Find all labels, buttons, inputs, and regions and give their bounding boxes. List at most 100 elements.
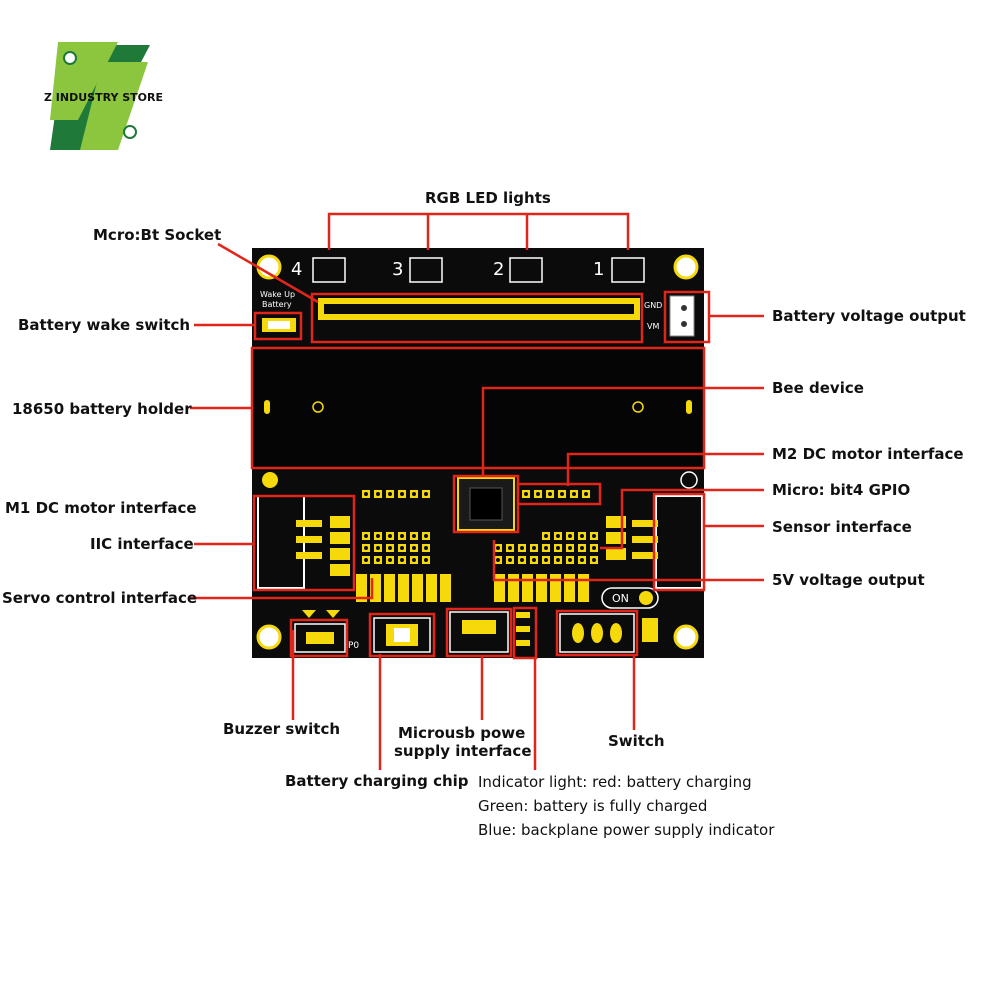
header-pin-hole	[580, 534, 584, 538]
header-pin-hole	[568, 558, 572, 562]
connector-pin	[681, 321, 687, 327]
header-pin-hole	[424, 546, 428, 550]
plus-symbol-icon	[312, 401, 324, 413]
header-pin-hole	[376, 534, 380, 538]
p0-text: P0	[348, 641, 359, 651]
yellow-pad	[370, 574, 381, 602]
yellow-pad	[578, 574, 589, 602]
leader-5v	[492, 540, 764, 582]
header-pin-hole	[556, 534, 560, 538]
leader-gpio	[600, 488, 764, 550]
label-sensor-interface: Sensor interface	[772, 518, 912, 536]
led-number-4: 4	[291, 259, 302, 280]
label-battery-wake-switch: Battery wake switch	[18, 316, 191, 334]
header-pin-hole	[388, 492, 392, 496]
gpio-header-right	[494, 490, 598, 564]
on-switch-knob	[639, 591, 653, 605]
label-rgb-led-lights: RGB LED lights	[425, 189, 551, 207]
header-pin-hole	[568, 546, 572, 550]
led-number-1: 1	[593, 259, 604, 280]
header-pin-hole	[496, 546, 500, 550]
header-pin-hole	[556, 558, 560, 562]
leader-servo	[190, 578, 374, 600]
pad-row-right	[494, 574, 589, 602]
header-pin-hole	[376, 492, 380, 496]
servo-header-left	[362, 490, 430, 564]
iic-pad	[330, 516, 350, 528]
logo-node-icon	[63, 51, 77, 65]
microusb-outline	[449, 611, 509, 653]
header-pin-hole	[544, 534, 548, 538]
header-pin-hole	[532, 558, 536, 562]
label-mcro-bt-socket: Mcro:Bt Socket	[93, 226, 222, 244]
buzzer-switch-slider	[306, 632, 334, 644]
power-switch-pin	[610, 623, 622, 643]
small-component	[642, 618, 658, 642]
yellow-pad	[412, 574, 423, 602]
m1-pin	[296, 536, 322, 543]
wake-highlight	[253, 311, 303, 341]
indicator-led-pad	[516, 626, 530, 632]
mounting-hole	[256, 624, 282, 650]
header-pin-hole	[560, 492, 564, 496]
yellow-pad	[356, 574, 367, 602]
leader-rgb	[327, 212, 630, 250]
label-bee-device: Bee device	[772, 379, 864, 397]
header-pin-hole	[400, 546, 404, 550]
yellow-pad	[550, 574, 561, 602]
buzzer-highlight	[289, 618, 349, 658]
m1-pin	[296, 552, 322, 559]
power-switch-outline	[559, 613, 635, 653]
wake-up-text: Wake Up	[260, 290, 295, 299]
led-number-3: 3	[392, 259, 403, 280]
label-buzzer-switch: Buzzer switch	[223, 720, 341, 738]
leader-lines	[190, 212, 764, 770]
sensor-pin	[632, 552, 658, 559]
header-pin-hole	[548, 492, 552, 496]
logo-node-icon	[123, 125, 137, 139]
label-servo-control: Servo control interface	[2, 589, 198, 607]
header-pin-hole	[376, 546, 380, 550]
header-pin-hole	[364, 492, 368, 496]
yellow-pad	[426, 574, 437, 602]
yellow-pad	[398, 574, 409, 602]
header-pin-hole	[496, 558, 500, 562]
label-micro-bit4-gpio: Micro: bit4 GPIO	[772, 481, 911, 499]
label-m2-dc-motor: M2 DC motor interface	[772, 445, 964, 463]
rgb-led-1	[312, 257, 346, 283]
bee-device-core	[469, 487, 503, 521]
yellow-pad	[494, 574, 505, 602]
battery-contact	[264, 400, 270, 414]
header-pin-hole	[412, 492, 416, 496]
microusb-port	[462, 620, 496, 634]
header-pin-hole	[400, 534, 404, 538]
header-pin-hole	[556, 546, 560, 550]
sensor-highlight	[652, 492, 706, 592]
yellow-pad	[384, 574, 395, 602]
iic-pad	[330, 548, 350, 560]
holder-highlight	[250, 346, 706, 470]
battery-contact	[686, 400, 692, 414]
label-battery-holder: 18650 battery holder	[12, 400, 192, 418]
header-pin-hole	[508, 558, 512, 562]
header-pin-hole	[412, 558, 416, 562]
indicator-highlight	[512, 606, 538, 660]
socket-highlight	[310, 292, 644, 344]
battery-output-connector	[669, 295, 695, 337]
plus-marker-icon	[262, 472, 278, 488]
power-switch-pin	[591, 623, 603, 643]
yellow-pad	[440, 574, 451, 602]
yellow-pad	[522, 574, 533, 602]
sensor-pin	[632, 536, 658, 543]
buzzer-arrow-icon	[326, 610, 340, 618]
mounting-hole	[673, 624, 699, 650]
header-pin-hole	[580, 558, 584, 562]
header-pin-hole	[400, 558, 404, 562]
yellow-pad	[564, 574, 575, 602]
rgb-led-2	[409, 257, 443, 283]
indicator-led-pad	[516, 640, 530, 646]
header-pin-hole	[568, 534, 572, 538]
header-pin-hole	[364, 534, 368, 538]
label-m1-dc-motor: M1 DC motor interface	[5, 499, 197, 517]
